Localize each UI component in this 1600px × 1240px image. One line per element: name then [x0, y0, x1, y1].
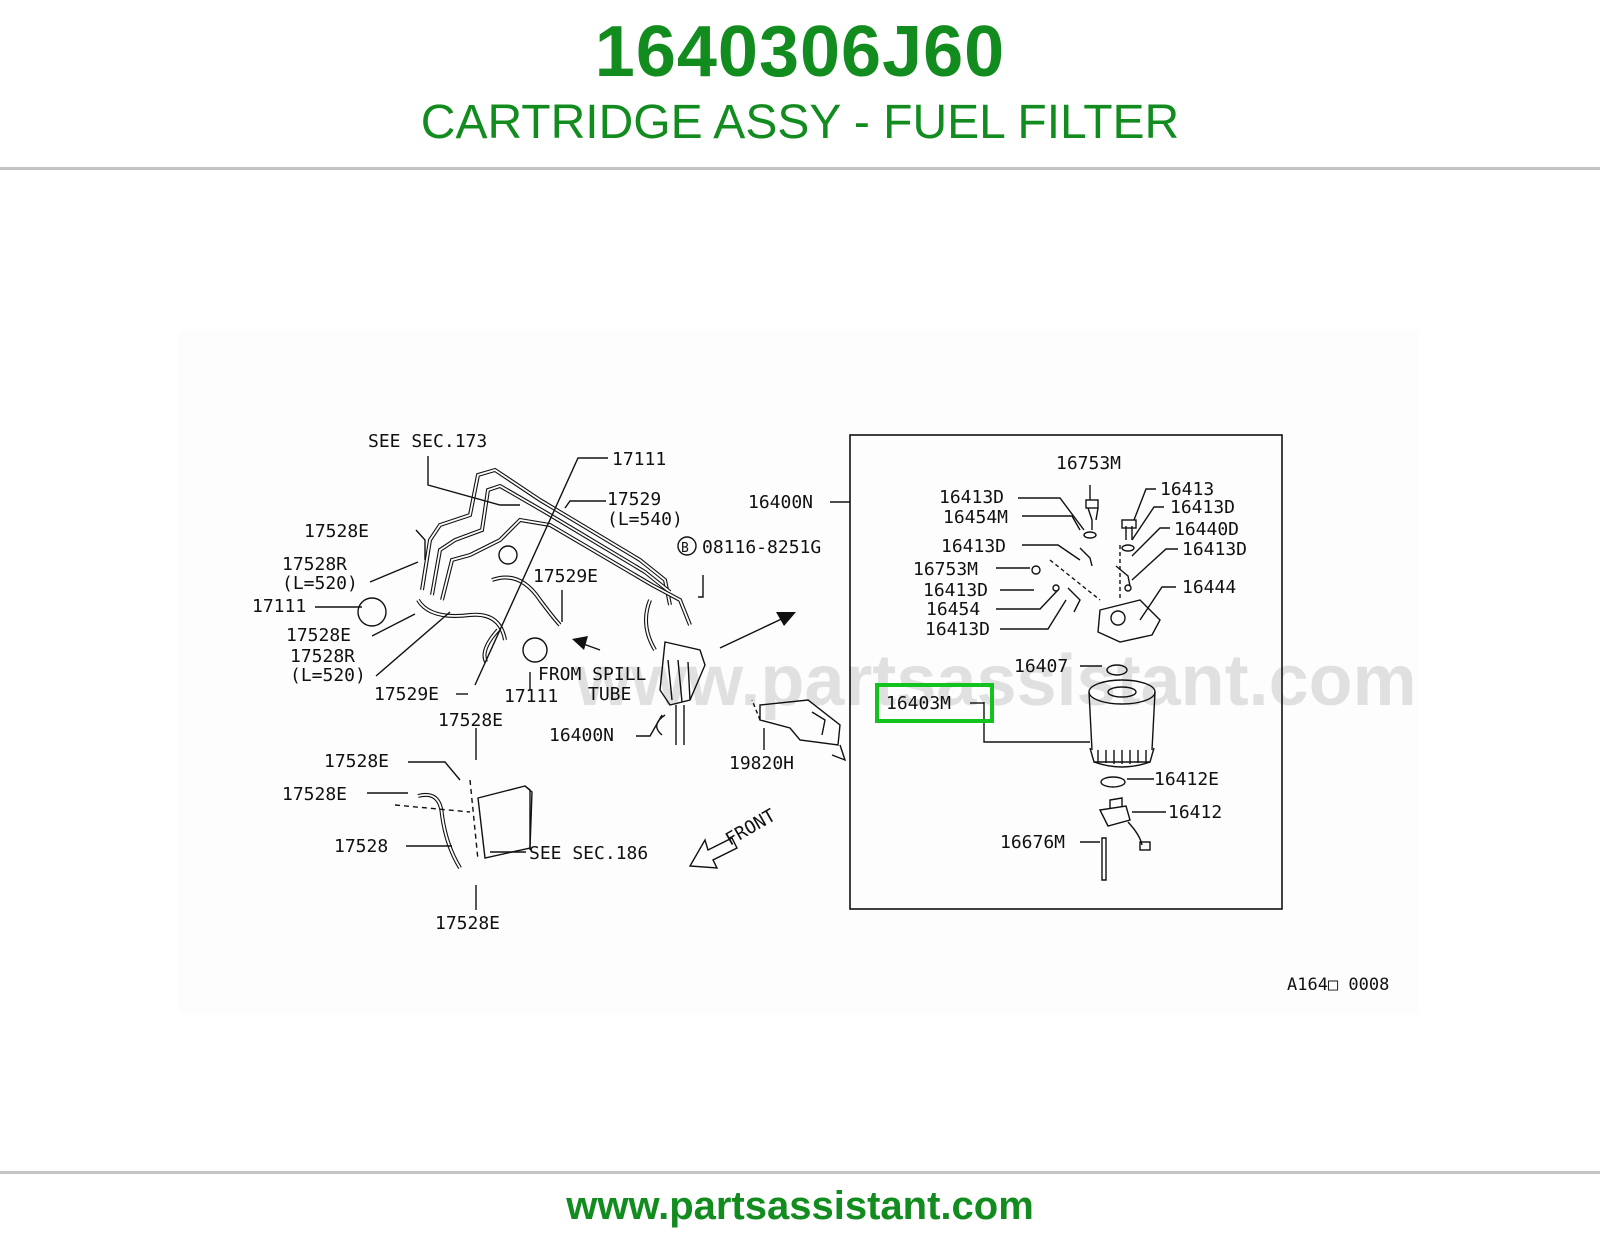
label-17529e-a: 17529E	[533, 566, 598, 587]
label-tube: TUBE	[588, 684, 631, 705]
label-16400n-b: 16400N	[748, 492, 813, 513]
left-leader-lines	[315, 456, 765, 910]
watermark-text: www.partsassistant.com	[574, 641, 1417, 721]
label-see-sec-173: SEE SEC.173	[368, 431, 487, 452]
label-16403m[interactable]: 16403M	[886, 693, 951, 714]
label-17529-length: (L=540)	[607, 509, 683, 530]
label-17528e-d: 17528E	[324, 751, 389, 772]
page-header: 1640306J60 CARTRIDGE ASSY - FUEL FILTER	[0, 0, 1600, 170]
label-17528: 17528	[334, 836, 388, 857]
label-16413: 16413	[1160, 479, 1214, 500]
label-17111-b: 17111	[252, 596, 306, 617]
label-17111-c: 17111	[504, 686, 558, 707]
header-divider	[0, 167, 1600, 170]
filter-head-drawing	[1031, 499, 1161, 643]
label-16676m: 16676M	[1000, 832, 1065, 853]
diagram-background	[178, 330, 1418, 1014]
label-17528e-b: 17528E	[286, 625, 351, 646]
label-16413d-c: 16413D	[941, 536, 1006, 557]
label-16412: 16412	[1168, 802, 1222, 823]
part-number-title: 1640306J60	[594, 12, 1006, 92]
label-16413d-a: 16413D	[939, 487, 1004, 508]
label-17528e-c: 17528E	[438, 710, 503, 731]
label-16407: 16407	[1014, 656, 1068, 677]
label-16440d: 16440D	[1174, 519, 1239, 540]
label-17528r-b-length: (L=520)	[290, 665, 366, 686]
label-17528r-b: 17528R	[290, 646, 355, 667]
filter-cartridge-drawing	[1088, 664, 1156, 881]
label-16412e: 16412E	[1154, 769, 1219, 790]
front-label: FRONT	[722, 805, 780, 850]
flow-arrows	[572, 612, 796, 651]
label-16753m-b: 16753M	[913, 559, 978, 580]
bracket-drawing	[751, 699, 847, 762]
part-name-subtitle: CARTRIDGE ASSY - FUEL FILTER	[420, 96, 1180, 149]
label-17528r-a: 17528R	[282, 554, 347, 575]
bolt-ref-circle	[677, 536, 697, 556]
label-see-sec-186: SEE SEC.186	[529, 843, 648, 864]
label-17528r-a-length: (L=520)	[282, 573, 358, 594]
label-17528e-e: 17528E	[282, 784, 347, 805]
footer-url-link[interactable]: www.partsassistant.com	[566, 1184, 1034, 1228]
label-16413d-e: 16413D	[923, 580, 988, 601]
detail-box	[849, 434, 1283, 910]
bolt-ref-letter: B	[681, 541, 689, 556]
footer-divider	[0, 1171, 1600, 1174]
filter-assembly-small	[656, 641, 706, 745]
label-16400n-a: 16400N	[549, 725, 614, 746]
front-direction-arrow: FRONT	[688, 805, 780, 869]
label-17528e-a: 17528E	[304, 521, 369, 542]
label-16753m-a: 16753M	[1056, 453, 1121, 474]
label-17111-a: 17111	[612, 449, 666, 470]
label-16454m: 16454M	[943, 507, 1008, 528]
detail-leader-lines	[983, 485, 1178, 843]
label-16413d-d: 16413D	[1182, 539, 1247, 560]
label-17529e-b: 17529E	[374, 684, 439, 705]
highlight-box-16403m[interactable]	[875, 683, 994, 723]
label-16413d-b: 16413D	[1170, 497, 1235, 518]
fuel-lines-drawing	[357, 467, 692, 663]
tank-drawing	[394, 779, 533, 870]
label-17528e-f: 17528E	[435, 913, 500, 934]
label-17529: 17529	[607, 489, 661, 510]
diagram-code: A164□ 0008	[1287, 975, 1389, 995]
label-from-spill: FROM SPILL	[538, 664, 647, 685]
label-bolt-08116-8251g: 08116-8251G	[702, 537, 821, 558]
label-16444: 16444	[1182, 577, 1236, 598]
label-16413d-f: 16413D	[925, 619, 990, 640]
label-16454: 16454	[926, 599, 980, 620]
label-19820h: 19820H	[729, 753, 794, 774]
